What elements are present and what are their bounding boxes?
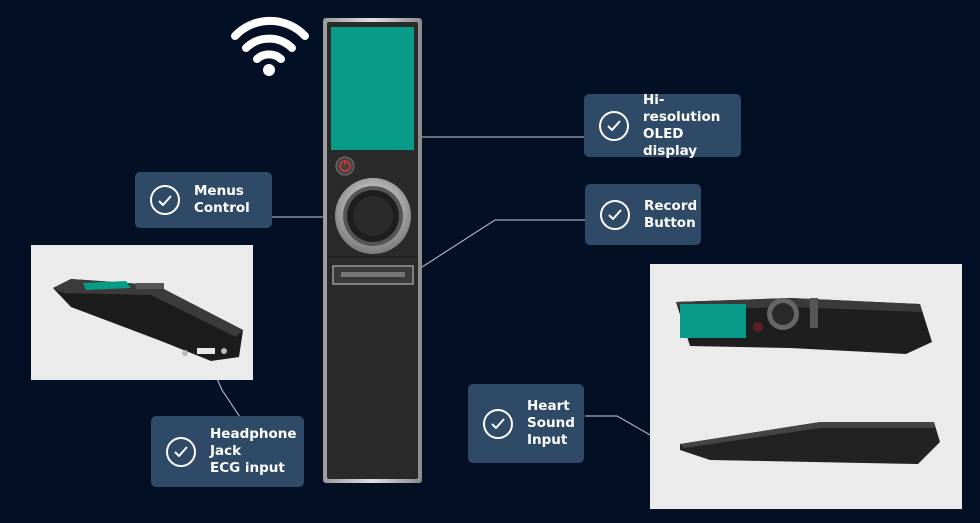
callout-menus-control: Menus Control [135, 172, 272, 228]
callout-label: Record Button [644, 197, 698, 231]
callout-label: Menus Control [194, 183, 250, 216]
callout-oled-display: Hi-resolution OLED display [584, 91, 741, 159]
photo-angled-device [31, 245, 253, 380]
device-angled-image [53, 279, 243, 361]
callout-label: Heart Sound Input [527, 398, 575, 448]
callout-headphone-jack: Headphone Jack ECG input [151, 416, 304, 487]
leader-line-record [404, 219, 585, 279]
oled-screen [331, 27, 414, 150]
callout-heart-sound: Heart Sound Input [468, 384, 584, 463]
check-circle-icon [483, 408, 513, 439]
callout-record-button: Record Button [585, 184, 701, 245]
check-circle-icon [150, 185, 180, 215]
callout-label: Hi-resolution OLED display [643, 91, 721, 159]
device-views-image [676, 298, 940, 464]
photo-top-side-views [650, 264, 962, 509]
check-circle-icon [599, 110, 629, 141]
power-icon [335, 156, 355, 176]
check-circle-icon [166, 436, 196, 467]
callout-label: Headphone Jack ECG input [210, 426, 297, 476]
check-circle-icon [600, 199, 630, 230]
